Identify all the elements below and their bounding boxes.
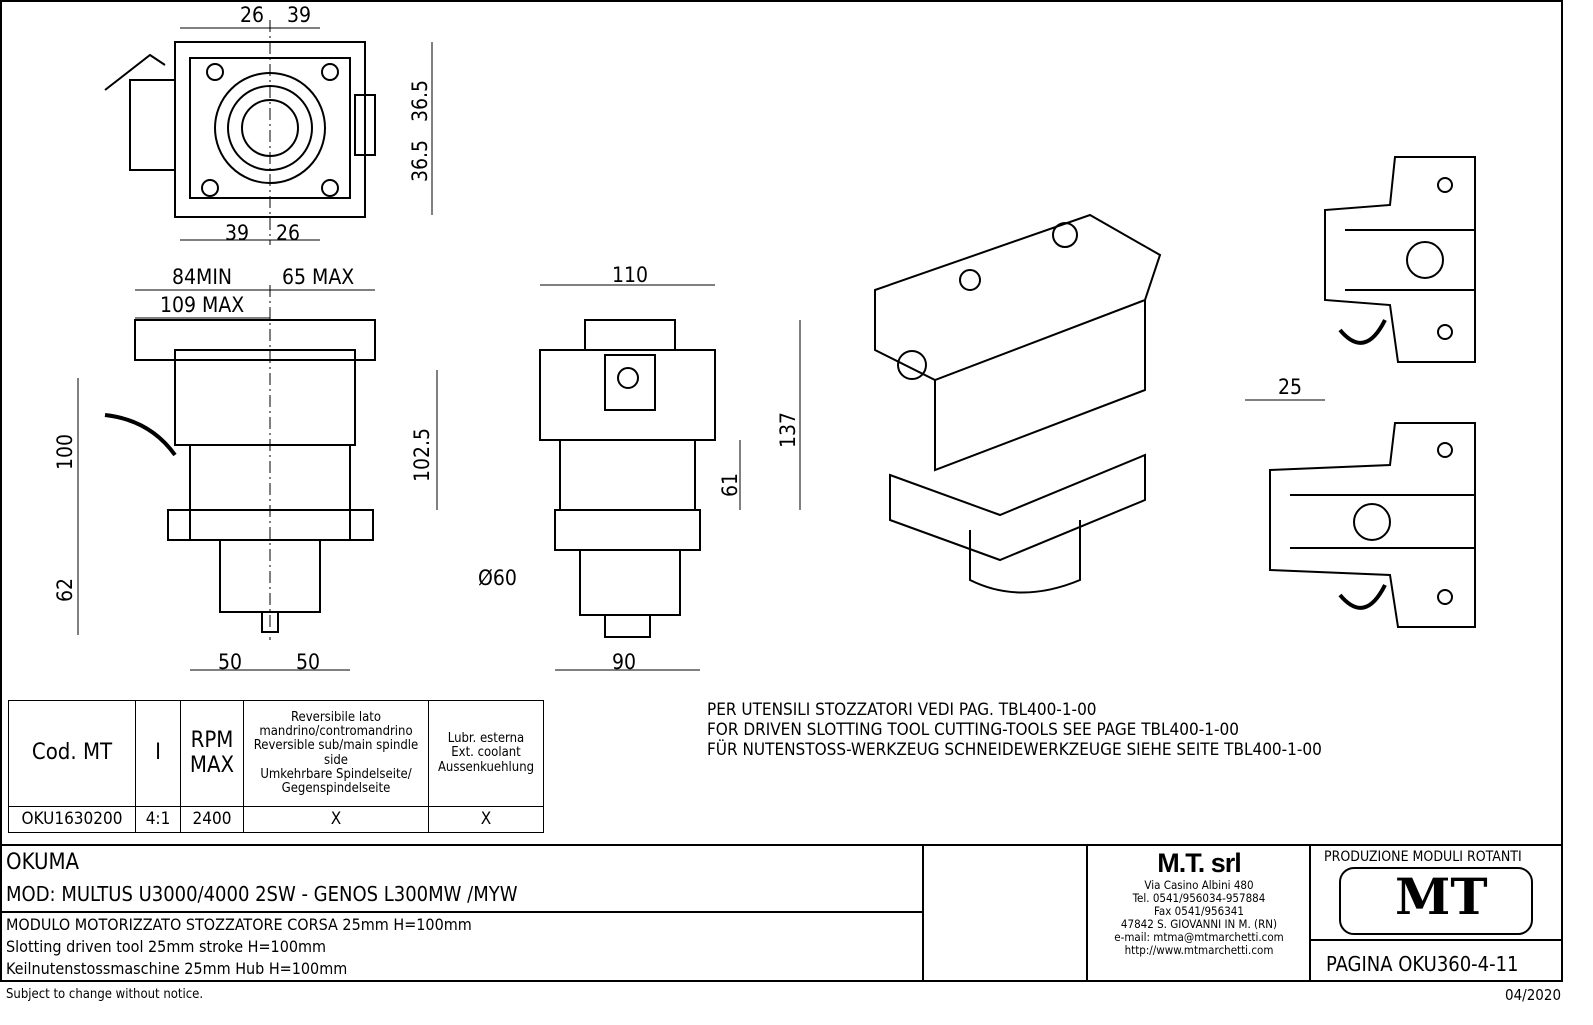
cell-reversible: X xyxy=(243,806,429,833)
brand: OKUMA xyxy=(6,850,80,875)
dim-label: 109 MAX xyxy=(160,293,245,317)
header-reversible-de: Umkehrbare Spindelseite/ Gegenspindelsei… xyxy=(260,766,412,797)
cell-ratio: 4:1 xyxy=(135,806,181,833)
dim-label: 110 xyxy=(612,263,649,287)
note-en: FOR DRIVEN SLOTTING TOOL CUTTING-TOOLS S… xyxy=(707,720,1239,740)
dim-label: 61 xyxy=(718,472,742,497)
isometric-view-drawing xyxy=(874,213,1162,594)
dim-label: 102.5 xyxy=(410,427,434,482)
table-row: OKU1630200 4:1 2400 X X xyxy=(8,806,544,833)
header-lubr-de: Aussenkuehlung xyxy=(437,759,535,775)
website: http://www.mtmarchetti.com xyxy=(1124,943,1274,957)
page-number: PAGINA OKU360-4-11 xyxy=(1326,952,1519,976)
model: MOD: MULTUS U3000/4000 2SW - GENOS L300M… xyxy=(6,882,518,906)
description-de: Keilnutenstossmaschine 25mm Hub H=100mm xyxy=(6,959,348,978)
header-lubr-en: Ext. coolant xyxy=(451,745,521,761)
change-notice: Subject to change without notice. xyxy=(6,987,204,1002)
dim-label: 50 xyxy=(218,650,243,674)
revision-date: 04/2020 xyxy=(1505,986,1562,1004)
company-name: M.T. srl xyxy=(1157,848,1242,878)
dim-label: 90 xyxy=(612,650,637,674)
dim-label: 36.5 xyxy=(408,139,432,182)
dim-label: 39 xyxy=(225,221,250,245)
dim-label: Ø60 xyxy=(478,566,517,590)
phone: Tel. 0541/956034-957884 xyxy=(1132,891,1266,905)
sheet-border xyxy=(0,0,1563,982)
front-view-drawing xyxy=(539,284,801,671)
note-de: FÜR NUTENSTOSS-WERKZEUG SCHNEIDEWERKZEUG… xyxy=(707,740,1322,760)
cell-coolant: X xyxy=(428,806,544,833)
header-lubr-it: Lubr. esterna xyxy=(447,731,525,747)
address-line: Via Casino Albini 480 xyxy=(1144,878,1254,892)
note-it: PER UTENSILI STOZZATORI VEDI PAG. TBL400… xyxy=(707,700,1097,720)
dim-label: 65 MAX xyxy=(282,265,355,289)
header-cod-mt: Cod. MT xyxy=(8,700,136,807)
description-it: MODULO MOTORIZZATO STOZZATORE CORSA 25mm… xyxy=(6,915,472,934)
dim-label: 62 xyxy=(53,577,77,602)
mt-logo: MT xyxy=(1395,867,1488,926)
header-ratio: I xyxy=(135,700,181,807)
dim-label: 36.5 xyxy=(408,79,432,122)
top-view-drawing xyxy=(104,20,433,245)
dim-label: 137 xyxy=(776,411,800,448)
cell-code: OKU1630200 xyxy=(8,806,136,833)
cell-rpm: 2400 xyxy=(180,806,244,833)
dim-label: 26 xyxy=(240,3,265,27)
description-en: Slotting driven tool 25mm stroke H=100mm xyxy=(6,937,327,956)
header-rpm-max: RPM MAX xyxy=(180,700,244,807)
company-block: M.T. srl Via Casino Albini 480 Tel. 0541… xyxy=(1088,848,1310,957)
city: 47842 S. GIOVANNI IN M. (RN) xyxy=(1120,917,1278,931)
production-label: PRODUZIONE MODULI ROTANTI xyxy=(1324,849,1522,865)
dim-label: 84MIN xyxy=(172,265,233,289)
side-view-drawing xyxy=(77,285,438,671)
header-reversible-en: Reversible sub/main spindle side xyxy=(253,738,419,768)
slot-detail-drawings xyxy=(1245,156,1476,628)
dim-label: 26 xyxy=(276,221,301,245)
header-reversible-it: Reversibile lato mandrino/contromandrino xyxy=(259,709,413,739)
email: e-mail: mtma@mtmarchetti.com xyxy=(1114,930,1284,944)
spec-table: Cod. MT I RPM MAX Reversibile lato mandr… xyxy=(8,700,544,833)
dim-label: 100 xyxy=(53,433,77,470)
fax: Fax 0541/956341 xyxy=(1154,904,1244,918)
dim-label: 39 xyxy=(287,3,312,27)
dim-label: 25 xyxy=(1278,375,1303,399)
dim-label: 50 xyxy=(296,650,321,674)
title-block-lines xyxy=(1,844,1562,981)
